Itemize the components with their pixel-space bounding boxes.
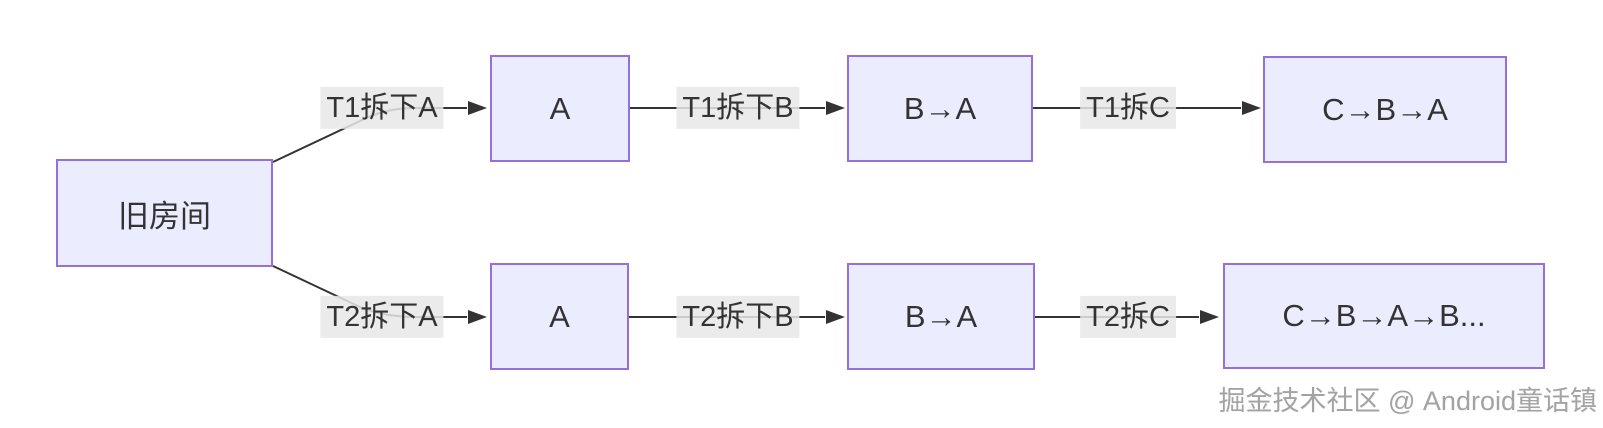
node-old-room: 旧房间 <box>56 159 273 267</box>
edge-label-t2-detach-a: T2拆下A <box>320 295 444 339</box>
edge-label-t1-detach-c: T1拆C <box>1080 86 1176 130</box>
arrowhead-icon <box>468 310 487 324</box>
arrowhead-icon <box>826 310 845 324</box>
node-b-a-t2: B→A <box>847 263 1035 370</box>
node-a-t2: A <box>490 263 629 370</box>
arrowhead-icon <box>1242 101 1261 115</box>
node-c-b-a-t1: C→B→A <box>1263 56 1507 163</box>
node-c-b-a-b-t2: C→B→A→B... <box>1223 263 1545 369</box>
edge-label-t1-detach-b: T1拆下B <box>676 86 800 130</box>
arrowhead-icon <box>1200 310 1219 324</box>
edge-label-t2-detach-c: T2拆C <box>1080 295 1176 339</box>
edge-label-t1-detach-a: T1拆下A <box>320 86 444 130</box>
node-b-a-t1: B→A <box>847 55 1033 162</box>
watermark: 掘金技术社区 @ Android童话镇 <box>1218 386 1597 416</box>
arrowhead-icon <box>468 101 487 115</box>
edge-label-t2-detach-b: T2拆下B <box>676 295 800 339</box>
node-a-t1: A <box>490 55 630 162</box>
arrowhead-icon <box>826 101 845 115</box>
